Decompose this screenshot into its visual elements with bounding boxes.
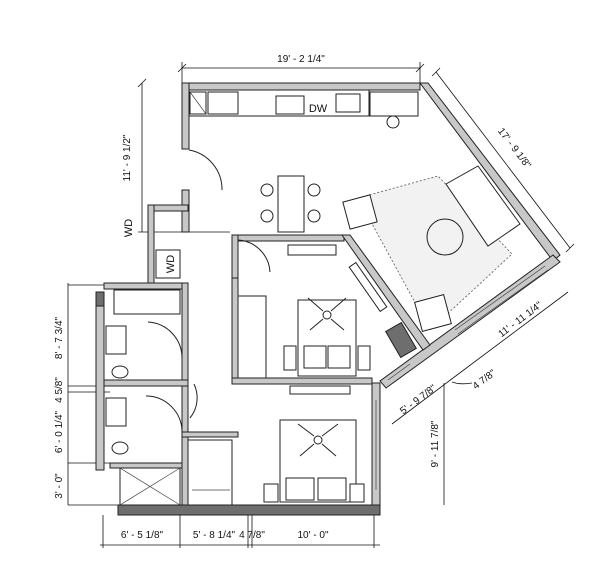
dim-corner-small: 4 7/8" <box>471 368 499 393</box>
dim-closet-height: 3' - 0" <box>54 473 65 499</box>
dimension-lower-diagonal: 11' - 11 1/4" 5' - 9 7/8" 4 7/8" 9' - 11… <box>391 291 569 505</box>
armchair <box>342 194 378 230</box>
laundry: WD <box>155 249 181 279</box>
sofa <box>445 165 521 247</box>
tv <box>385 321 417 359</box>
dim-bottom-3: 4 7/8" <box>239 530 265 541</box>
washer-dryer-label-2: WD <box>165 255 177 273</box>
bathroom-2 <box>105 395 183 506</box>
dim-diagonal-upper: 17' - 9 1/8" <box>495 126 533 171</box>
armchair <box>414 294 452 332</box>
coffee-table <box>426 218 464 256</box>
exterior-walls <box>95 82 561 516</box>
dimension-top: 19' - 2 1/4" <box>177 54 425 83</box>
console <box>348 261 388 313</box>
dim-bottom-4: 10' - 0" <box>297 530 328 541</box>
range <box>275 95 305 115</box>
dim-bottom-1: 6' - 5 1/8" <box>121 530 164 541</box>
bedroom-2 <box>187 383 365 506</box>
dim-top-width: 19' - 2 1/4" <box>277 54 325 65</box>
dimension-bottom: 6' - 5 1/8" 5' - 8 1/4" 4 7/8" 10' - 0" <box>100 515 380 548</box>
ceiling-fan-icon <box>297 423 339 457</box>
dimension-left-stack: 8' - 7 3/4" 4 5/8" 6' - 0 1/4" 3' - 0" <box>54 283 130 506</box>
bathroom-1 <box>105 289 183 379</box>
closet <box>237 295 267 379</box>
ceiling-fan-icon <box>307 297 347 331</box>
living-room <box>342 165 521 359</box>
dim-bedroom2-height: 9' - 11 7/8" <box>430 420 441 467</box>
dim-kitchen-height: 11' - 9 1/2" <box>122 134 133 181</box>
windows <box>375 265 549 490</box>
toilet <box>111 441 129 455</box>
bathtub <box>113 289 181 315</box>
dining-table <box>277 175 305 233</box>
dim-corner-diag: 5' - 9 7/8" <box>398 383 439 417</box>
dim-bottom-2: 5' - 8 1/4" <box>193 530 236 541</box>
washer-dryer-label-1: WD <box>123 219 135 237</box>
dim-diagonal-lower: 11' - 11 1/4" <box>497 300 545 340</box>
bedroom-1 <box>237 239 371 395</box>
toilet <box>111 365 129 379</box>
dim-wall-gap: 4 5/8" <box>54 377 65 403</box>
vanity <box>105 325 127 355</box>
vanity <box>105 397 127 427</box>
sink <box>335 93 361 113</box>
dishwasher-label: DW <box>309 103 328 115</box>
closet <box>187 439 233 506</box>
kitchen: DW <box>188 89 419 233</box>
dim-bath1-height: 8' - 7 3/4" <box>54 316 65 359</box>
dim-bath2-height: 6' - 0 1/4" <box>54 410 65 453</box>
entry-door-swing <box>188 149 223 191</box>
